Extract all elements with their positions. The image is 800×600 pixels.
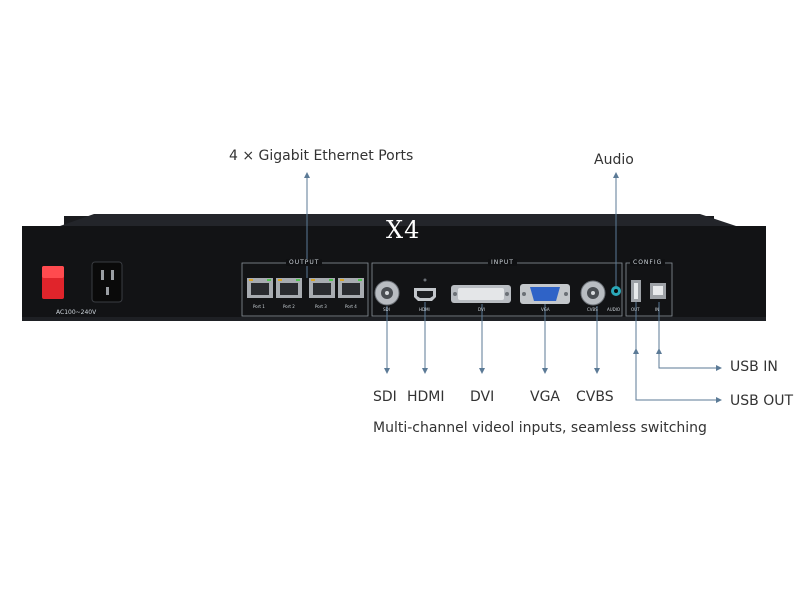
- vga-connector: [520, 284, 570, 304]
- input-section-label: INPUT: [488, 259, 517, 266]
- callout-usb-in: USB IN: [730, 359, 778, 375]
- callout-dvi: DVI: [470, 389, 495, 405]
- cvbs-port-label: CVBS: [587, 307, 598, 312]
- usb-out-port-label: OUT: [631, 307, 640, 312]
- power-switch-top: [42, 266, 64, 278]
- chassis-bottom: [22, 317, 766, 321]
- config-section-label: CONFIG: [630, 259, 666, 266]
- callout-sdi: SDI: [373, 389, 397, 405]
- sdi-connector: [374, 280, 400, 306]
- cvbs-connector: [580, 280, 606, 306]
- callout-ethernet: 4 × Gigabit Ethernet Ports: [229, 148, 414, 164]
- port-label-2: Port 2: [283, 304, 295, 309]
- audio-jack: [611, 286, 621, 296]
- callout-audio: Audio: [594, 152, 634, 168]
- port-label-4: Port 4: [345, 304, 357, 309]
- output-section-label: OUTPUT: [286, 259, 323, 266]
- callout-cvbs: CVBS: [576, 389, 614, 405]
- audio-port-label: AUDIO: [607, 307, 621, 312]
- ethernet-port-3: [309, 278, 335, 298]
- usb-out-port: [631, 280, 641, 302]
- sdi-port-label: SDI: [383, 307, 390, 312]
- port-label-1: Port 1: [253, 304, 265, 309]
- ethernet-port-4: [338, 278, 364, 298]
- leader-usb-out: [635, 302, 718, 401]
- port-label-3: Port 3: [315, 304, 327, 309]
- ethernet-port-1: [247, 278, 273, 298]
- callout-caption: Multi-channel videol inputs, seamless sw…: [373, 420, 707, 436]
- chassis-top: [60, 214, 736, 226]
- chassis: [22, 226, 766, 321]
- usb-in-port: [650, 283, 666, 299]
- usb-in-port-label: IN: [655, 307, 660, 312]
- callout-usb-out: USB OUT: [730, 393, 794, 409]
- callout-hdmi: HDMI: [407, 389, 445, 405]
- ethernet-port-2: [276, 278, 302, 298]
- leader-usb-in: [658, 302, 718, 369]
- hdmi-port-label: HDMI: [419, 307, 430, 312]
- dvi-port-label: DVI: [478, 307, 485, 312]
- power-label: AC100~240V: [56, 309, 97, 316]
- vga-port-label: VGA: [541, 307, 550, 312]
- model-name: X4: [386, 216, 421, 244]
- hdmi-connector: [414, 278, 436, 301]
- power-inlet: [91, 261, 123, 303]
- callout-vga: VGA: [530, 389, 561, 405]
- dvi-connector: [451, 285, 511, 303]
